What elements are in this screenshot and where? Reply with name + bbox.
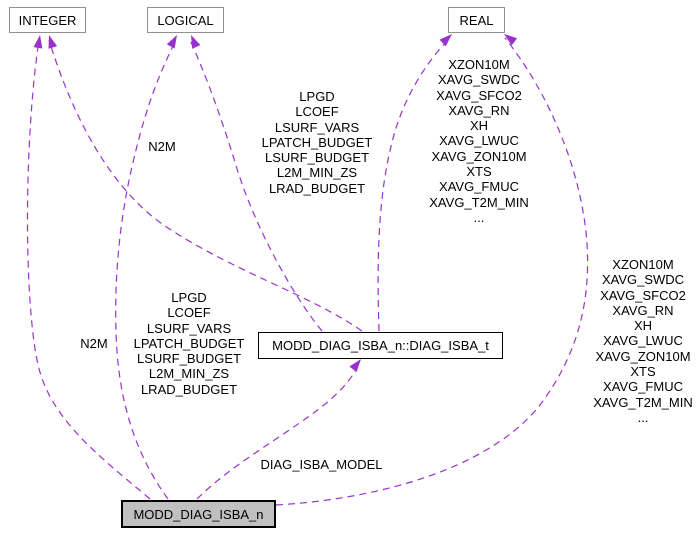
- edge-label-line: XH: [633, 318, 653, 334]
- edge-label-line: LCOEF: [167, 305, 211, 321]
- edge-label-line: LRAD_BUDGET: [268, 180, 366, 196]
- edge-label-line: XAVG_SWDC: [601, 272, 685, 288]
- edge-label-line: XAVG_LWUC: [603, 333, 683, 349]
- edge-label-line: XTS: [630, 364, 656, 380]
- edge-label-line: N2M: [148, 139, 176, 154]
- edge-struct-to-logical: [189, 39, 323, 332]
- edge-module-to-logical: [115, 39, 177, 500]
- edge-label-line: XAVG_T2M_MIN: [593, 394, 693, 410]
- edge-label-line: XH: [469, 118, 489, 134]
- edge-label-line: XZON10M: [448, 57, 510, 72]
- edge-label-line: LSURF_VARS: [146, 320, 232, 336]
- edge-label-line: XAVG_SFCO2: [436, 87, 522, 103]
- edge-label-line: XAVG_FMUC: [439, 179, 519, 195]
- node-integer[interactable]: INTEGER: [9, 7, 86, 33]
- edge-label-line: L2M_MIN_ZS: [276, 165, 358, 181]
- edge-label-module-to-integer: N2M: [70, 336, 118, 351]
- node-real-label: REAL: [459, 12, 494, 28]
- edge-struct-to-real: [377, 37, 451, 332]
- edge-label-line: LPATCH_BUDGET: [133, 335, 245, 351]
- edge-label-line: LPGD: [299, 89, 335, 104]
- edge-label-line: XAVG_RN: [612, 302, 674, 318]
- edge-label-line: XAVG_SFCO2: [600, 287, 686, 303]
- edge-module-to-struct: [196, 365, 359, 500]
- edge-label-line: XAVG_LWUC: [439, 133, 519, 149]
- arrowhead-real-right: [504, 34, 518, 46]
- edge-label-line: L2M_MIN_ZS: [148, 366, 230, 382]
- node-modd-diag-isba-n-label: MODD_DIAG_ISBA_n: [133, 506, 264, 522]
- edge-label-line: XAVG_ZON10M: [595, 348, 691, 364]
- edge-label-line: XAVG_FMUC: [603, 379, 683, 395]
- node-real[interactable]: REAL: [448, 7, 505, 33]
- edge-label-line: XAVG_SWDC: [437, 72, 521, 88]
- arrowhead-integer-right: [48, 35, 58, 49]
- node-logical-label: LOGICAL: [157, 12, 214, 28]
- edge-label-line: ...: [637, 409, 649, 425]
- edge-label-line: LPATCH_BUDGET: [261, 134, 373, 150]
- arrowhead-struct-bottom: [349, 359, 361, 373]
- node-integer-label: INTEGER: [18, 12, 77, 28]
- edge-label-line: XAVG_T2M_MIN: [429, 194, 529, 210]
- edge-label-line: XAVG_ZON10M: [431, 148, 527, 164]
- edge-label-line: LCOEF: [295, 104, 339, 120]
- arrowhead-integer-left: [33, 35, 43, 49]
- edge-struct-to-integer: [48, 39, 363, 332]
- edge-label-line: XAVG_RN: [448, 102, 510, 118]
- arrowhead-logical-left: [166, 35, 177, 49]
- edge-label-line: LRAD_BUDGET: [140, 381, 238, 397]
- edge-label-line: LSURF_BUDGET: [264, 150, 370, 166]
- edge-label-line: N2M: [80, 336, 108, 351]
- edge-label-line: LPGD: [171, 290, 207, 305]
- edge-label-module-to-struct: DIAG_ISBA_MODEL: [259, 457, 384, 472]
- edge-label-struct-to-integer: N2M: [138, 139, 186, 154]
- edge-label-line: LSURF_BUDGET: [136, 351, 242, 367]
- edge-label-line: XTS: [466, 164, 492, 180]
- node-diag-isba-t[interactable]: MODD_DIAG_ISBA_n::DIAG_ISBA_t: [258, 332, 503, 359]
- arrowhead-logical-right: [191, 35, 201, 49]
- node-logical[interactable]: LOGICAL: [147, 7, 224, 33]
- edge-label-line: DIAG_ISBA_MODEL: [260, 457, 383, 472]
- edge-label-line: LSURF_VARS: [274, 119, 360, 135]
- edge-module-to-real: [275, 37, 589, 506]
- arrowhead-real-left: [439, 34, 452, 47]
- edge-module-to-integer: [26, 39, 151, 500]
- edge-label-line: ...: [473, 209, 485, 225]
- node-diag-isba-t-label: MODD_DIAG_ISBA_n::DIAG_ISBA_t: [272, 338, 489, 353]
- edge-label-line: XZON10M: [612, 257, 674, 272]
- node-modd-diag-isba-n[interactable]: MODD_DIAG_ISBA_n: [121, 500, 276, 528]
